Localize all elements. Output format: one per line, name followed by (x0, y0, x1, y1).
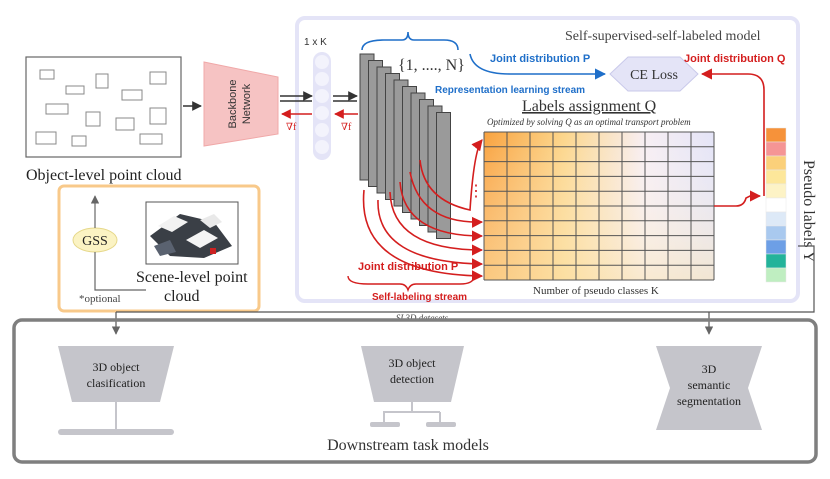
representation-stream-label: Representation learning stream (435, 85, 585, 96)
model-title: Self-supervised-self-labeled model (565, 29, 761, 44)
model-frame (295, 16, 800, 303)
pseudo-label-swatch (765, 225, 787, 241)
ce-loss-label: CE Loss (630, 68, 678, 83)
detection-line2: detection (390, 372, 434, 386)
labels-assignment-subtitle: Optimized by solving Q as an optimal tra… (487, 117, 691, 127)
ce-loss-node (609, 56, 699, 92)
model-grad-label: ∇f (341, 122, 352, 133)
top-joint-q-label: Joint distribution Q (684, 53, 786, 65)
detection-head-right (426, 422, 456, 427)
detection-head-left (370, 422, 400, 427)
labels-assignment-title: Labels assignment Q (522, 98, 657, 115)
classification-model (58, 346, 174, 402)
pseudo-label-swatch (765, 197, 787, 213)
segmentation-model (656, 346, 762, 430)
assignment-x-axis-label: Number of pseudo classes K (533, 285, 659, 297)
feature-map-slice (436, 112, 451, 239)
bottom-joint-p-label: Joint distribution P (358, 261, 458, 273)
joint-q-red-arrow (700, 68, 765, 196)
bottom-brace (347, 275, 475, 293)
downstream-title: Downstream task models (327, 437, 489, 454)
grid-to-labels-arrow (714, 190, 762, 207)
pseudo-label-swatch (765, 267, 787, 283)
pseudo-label-swatch (765, 239, 787, 255)
scene-cloud-shapes (150, 214, 232, 258)
pseudo-label-swatch (765, 127, 787, 143)
labels-to-downstream-line (116, 245, 815, 313)
segmentation-line3: segmentation (677, 394, 741, 408)
assignment-grid-lines (483, 131, 715, 281)
classification-head (58, 429, 174, 435)
backbone-label-line2: Network (241, 83, 253, 124)
pseudo-labels-label: Pseudo labels Y (800, 160, 817, 263)
detection-line1: 3D object (389, 356, 437, 370)
feature-dim-label: 1 x K (304, 37, 327, 48)
segmentation-line2: semantic (688, 378, 731, 392)
self-labeling-arrows (362, 139, 484, 282)
top-brace (361, 31, 459, 51)
joint-p-blue-arrow (469, 53, 607, 80)
backbone-trapezoid (203, 61, 279, 147)
pseudo-label-swatch (765, 169, 787, 185)
scene-input-frame (57, 184, 261, 313)
object-cloud-label: Object-level point cloud (26, 167, 182, 184)
object-cloud-points (35, 69, 167, 147)
classification-line2: clasification (87, 376, 146, 390)
top-joint-p-label: Joint distribution P (490, 53, 590, 65)
pseudo-label-swatch (765, 211, 787, 227)
detection-model (361, 346, 464, 402)
index-set-label: {1, ...., N} (398, 57, 465, 74)
feature-vector-cells (315, 55, 329, 154)
pseudo-label-swatch (765, 141, 787, 157)
optional-label: *optional (79, 293, 121, 305)
detection-branches (383, 402, 413, 424)
gss-label: GSS (82, 234, 108, 249)
backbone-label-line1: Backbone (227, 80, 239, 129)
backbone-grad-label: ∇f (286, 122, 297, 133)
scene-cloud-label-line2: cloud (164, 288, 200, 305)
classification-line1: 3D object (93, 360, 141, 374)
scene-to-gss-line (94, 252, 146, 291)
pseudo-label-swatch (765, 183, 787, 199)
feature-stack (359, 53, 451, 239)
pseudo-labels-column (765, 127, 787, 283)
datasets-label: SL3D datasets (396, 313, 449, 323)
downstream-frame (12, 318, 818, 464)
scene-cloud-label-line1: Scene-level point (136, 269, 248, 286)
self-labeling-stream-label: Self-labeling stream (372, 292, 467, 303)
pseudo-label-swatch (765, 253, 787, 269)
pseudo-label-swatch (765, 155, 787, 171)
segmentation-line1: 3D (702, 362, 717, 376)
